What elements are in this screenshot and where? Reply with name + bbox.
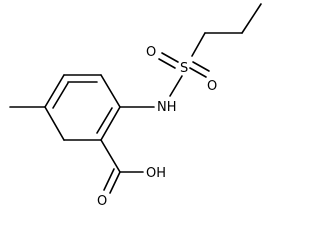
hydroxyl-label: OH	[146, 166, 166, 181]
sulfonyl-double-bonds	[158, 52, 210, 78]
ring-to-carboxyl-bond	[100, 139, 121, 173]
ring-double-bond-left	[52, 82, 69, 109]
propyl-chain	[191, 3, 262, 57]
oxygen-right-label: O	[207, 79, 217, 94]
ring-double-bond-right	[96, 107, 113, 134]
carbonyl-bond-a	[109, 171, 121, 194]
oxygen-left-label: O	[146, 45, 156, 60]
carbonyl-oxygen-label: O	[97, 194, 107, 209]
s-o-right-bond-b	[189, 67, 207, 78]
chemical-structure-diagram: NH S O O OH O	[9, 3, 262, 209]
ring-bond-2	[100, 74, 121, 108]
s-o-left-bond-b	[158, 58, 176, 69]
carbonyl-bond-b	[103, 168, 115, 191]
sulfur-to-c1-bond	[191, 32, 206, 57]
s-o-left-bond-a	[161, 52, 179, 63]
ring-bond-3	[100, 106, 121, 141]
ring-bond-5	[44, 106, 65, 141]
carbonyl-double-bond	[103, 168, 121, 194]
nh-to-sulfur-bond	[169, 75, 183, 97]
ring-bond-6	[44, 74, 65, 108]
s-o-right-bond-a	[192, 61, 210, 72]
c2-to-c3-bond	[241, 3, 262, 34]
benzene-ring	[44, 74, 121, 141]
amine-label: NH	[157, 100, 177, 115]
sulfur-label: S	[180, 61, 188, 76]
